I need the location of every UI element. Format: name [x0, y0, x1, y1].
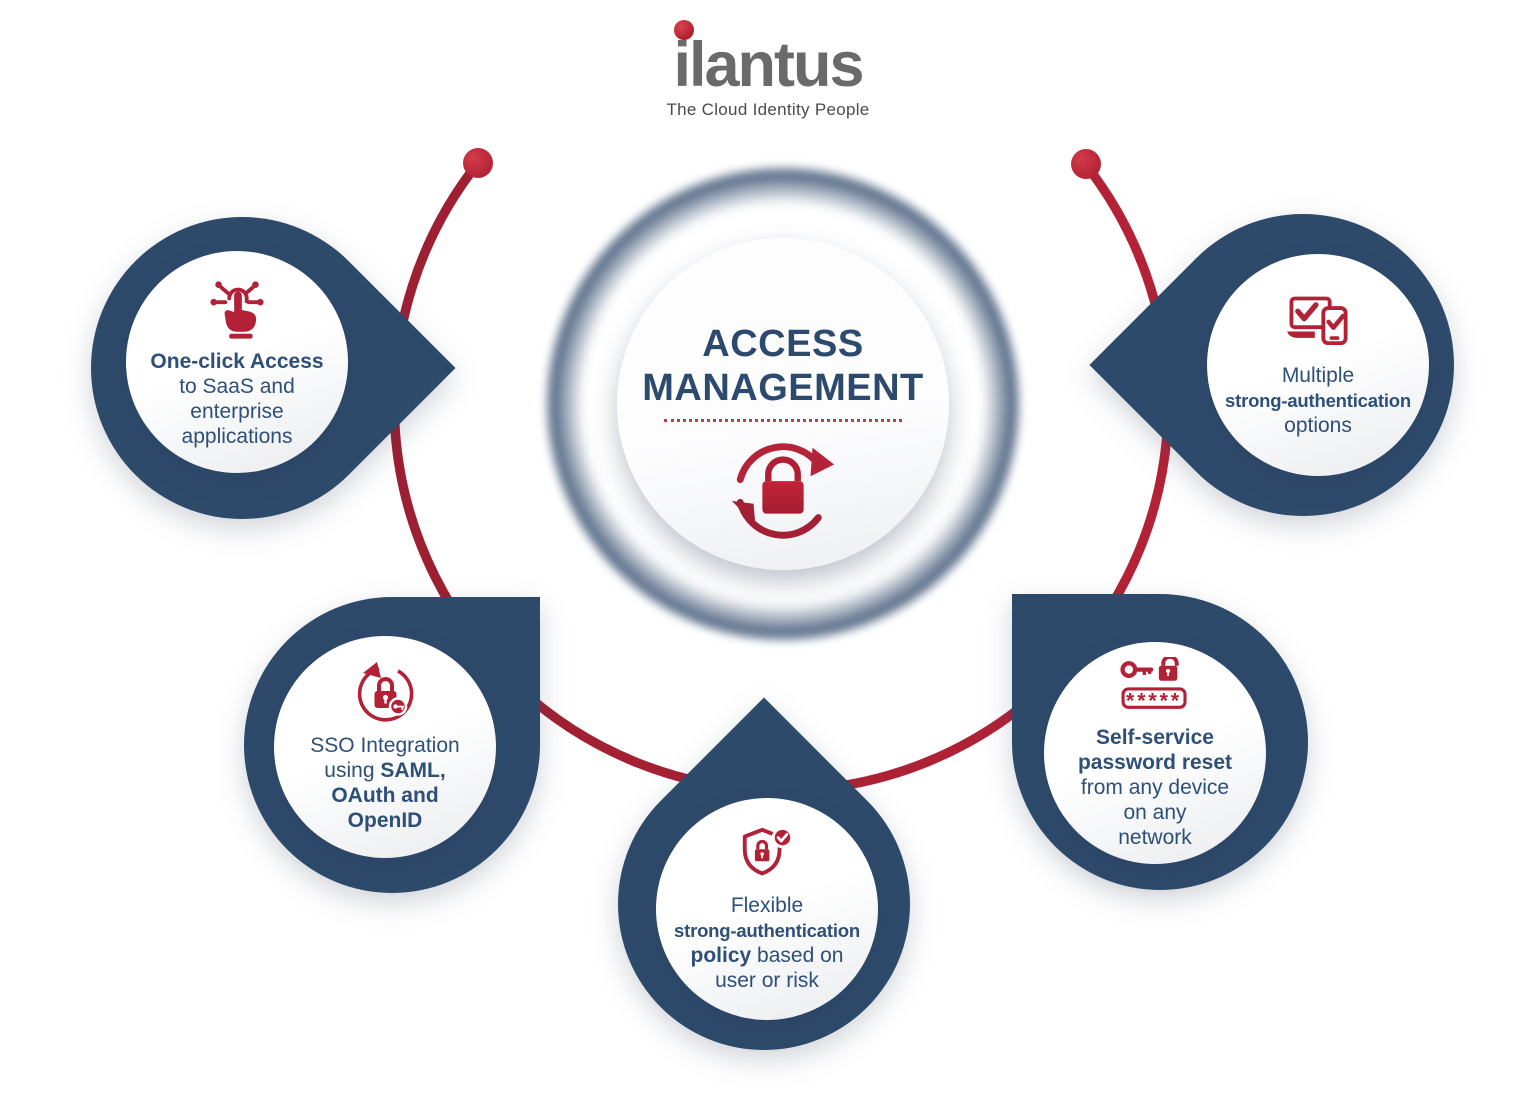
logo-dot-icon: [674, 20, 695, 40]
node-text-segment: enterprise: [190, 400, 284, 423]
brand-tagline: The Cloud Identity People: [666, 100, 870, 119]
node-text-segment: user or risk: [715, 969, 819, 992]
tap-network-icon: [210, 281, 264, 339]
node-text-segment: Multiple: [1281, 363, 1355, 387]
hub-title: ACCESS MANAGEMENT: [642, 322, 924, 410]
shield-lock-check-icon: [742, 826, 794, 876]
node-text-segment: policy: [690, 944, 758, 967]
key-lock-password-icon: *****: [1120, 656, 1187, 712]
node-text-segment: SAML,: [380, 759, 446, 782]
node-text-segment: network: [1118, 825, 1192, 849]
node-text-segment: OAuth and: [331, 784, 439, 807]
logo: ilantus The Cloud Identity People: [638, 20, 898, 120]
node-text-segment: OpenID: [347, 809, 423, 832]
node-text-segment: One-click Access: [150, 350, 324, 373]
node-text-segment: strong-authentication: [674, 920, 860, 941]
node-text-segment: to SaaS and: [179, 375, 295, 398]
connector-dot-left: [463, 148, 493, 178]
node-text-segment: using: [324, 759, 381, 782]
brand-text: ilantus: [673, 30, 864, 100]
node-text-segment: SSO Integration: [310, 734, 460, 757]
lock-sync-icon: [731, 443, 835, 539]
node-text-segment: based on: [757, 944, 844, 967]
node-multiple-strong-authentication: Multiple strong-authentication options: [1207, 254, 1429, 476]
node-text: Multiple strong-authentication options: [1225, 363, 1411, 438]
center-hub: ACCESS MANAGEMENT: [617, 238, 949, 570]
hub-title-line2: MANAGEMENT: [642, 367, 924, 409]
node-text: One-click Access to SaaS and enterprise …: [150, 349, 323, 449]
password-mask-text: *****: [1126, 688, 1182, 712]
node-text-segment: Flexible: [730, 894, 804, 917]
node-text-segment: on any: [1123, 800, 1187, 824]
sso-lock-key-icon: [357, 662, 414, 722]
devices-check-icon: [1287, 296, 1348, 345]
node-text-segment: strong-authentication: [1225, 389, 1411, 411]
brand-wordmark: ilantus: [673, 20, 865, 97]
node-text-segment: Self-service: [1096, 725, 1214, 749]
node-flexible-auth-policy: Flexible strong-authentication policy ba…: [656, 798, 878, 1020]
node-text-segment: password reset: [1077, 750, 1233, 774]
node-one-click-access: One-click Access to SaaS and enterprise …: [126, 251, 348, 473]
connector-dot-right: [1071, 149, 1101, 179]
node-text: SSO Integration using SAML, OAuth and Op…: [310, 733, 459, 833]
dotted-divider: [664, 419, 902, 422]
node-self-service-password-reset: ***** Self-service password reset from a…: [1044, 642, 1266, 864]
node-text-segment: options: [1284, 413, 1352, 437]
node-text: Self-service password reset from any dev…: [1078, 725, 1232, 850]
hub-title-line1: ACCESS: [702, 323, 864, 365]
node-text: Flexible strong-authentication policy ba…: [674, 893, 860, 993]
node-text-segment: applications: [181, 425, 293, 448]
node-sso-integration: SSO Integration using SAML, OAuth and Op…: [274, 636, 496, 858]
node-text-segment: from any device: [1080, 775, 1230, 799]
